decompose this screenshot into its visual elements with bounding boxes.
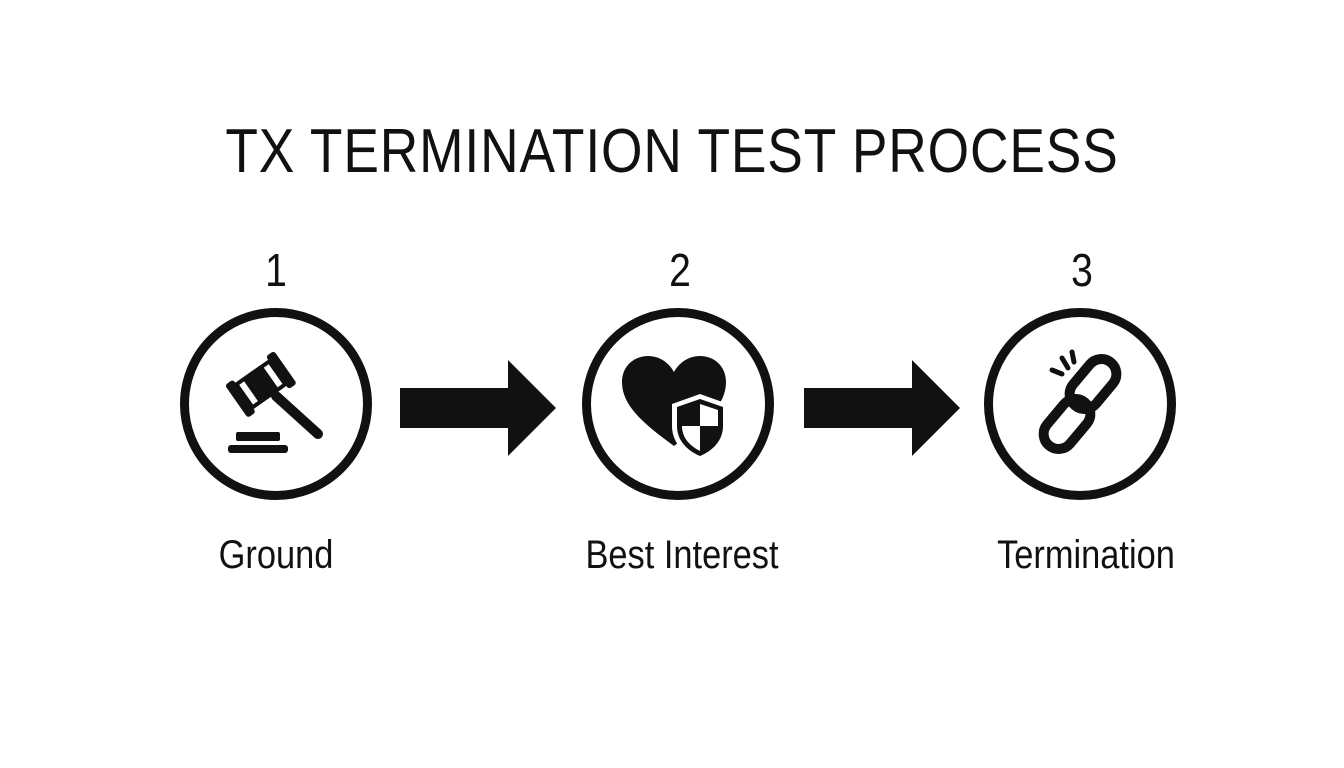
diagram-title: TX TERMINATION TEST PROCESS xyxy=(225,117,1119,186)
step-2-number: 2 xyxy=(669,244,691,296)
step-3-circle xyxy=(984,308,1176,500)
broken-chain-link-icon xyxy=(1038,349,1122,454)
arrow-right-icon xyxy=(804,360,960,456)
heart-shield-icon xyxy=(622,356,728,462)
arrow-right-icon xyxy=(400,360,556,456)
step-1-label: Ground xyxy=(218,533,334,577)
step-2-label: Best Interest xyxy=(585,533,779,577)
step-1-circle xyxy=(180,308,372,500)
step-3-label: Termination xyxy=(997,533,1175,577)
step-1-number: 1 xyxy=(265,244,287,296)
step-3-number: 3 xyxy=(1071,244,1093,296)
gavel-icon xyxy=(225,351,323,453)
step-2-circle xyxy=(582,308,774,500)
